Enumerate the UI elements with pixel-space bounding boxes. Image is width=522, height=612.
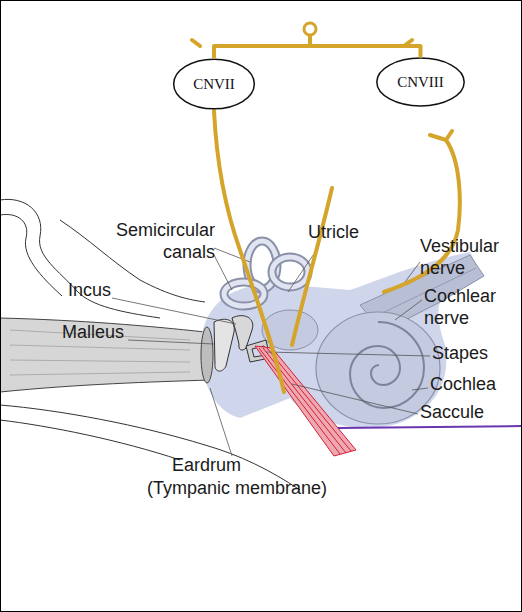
nerve-oval: CNVIII [375, 56, 466, 108]
nerve-oval: CNVII [172, 57, 256, 111]
part-label: Eardrum [172, 455, 241, 477]
muscle-fibres [259, 348, 351, 454]
part-label: (Tympanic membrane) [147, 478, 327, 500]
nerve-lines [192, 36, 460, 392]
part-label: Semicircular canals [95, 220, 215, 263]
part-label: Stapes [432, 343, 488, 365]
part-label: Malleus [62, 322, 124, 344]
leader-lines [112, 248, 430, 456]
part-label: Incus [68, 280, 111, 302]
nerve-nucleus [304, 23, 316, 35]
ear-canal [0, 318, 210, 392]
part-label: Cochlear nerve [424, 286, 519, 329]
stapedius-muscle [255, 346, 356, 456]
eardrum-shape [201, 327, 213, 383]
part-label: Cochlea [430, 374, 496, 396]
outer-ear [0, 199, 300, 490]
part-label: Vestibular nerve [420, 236, 520, 279]
purple-line [338, 426, 522, 428]
nerve-connector [214, 46, 421, 57]
nerve-name: CNVIII [397, 74, 444, 91]
part-label: Utricle [308, 222, 359, 244]
nerve-name: CNVII [193, 76, 235, 93]
oval-shape [174, 59, 255, 109]
part-label: Saccule [420, 402, 484, 424]
oval-shape [377, 58, 464, 106]
semicircular-canals [224, 241, 308, 306]
malleus-bone [214, 319, 234, 371]
cochlea-spiral [350, 322, 424, 408]
